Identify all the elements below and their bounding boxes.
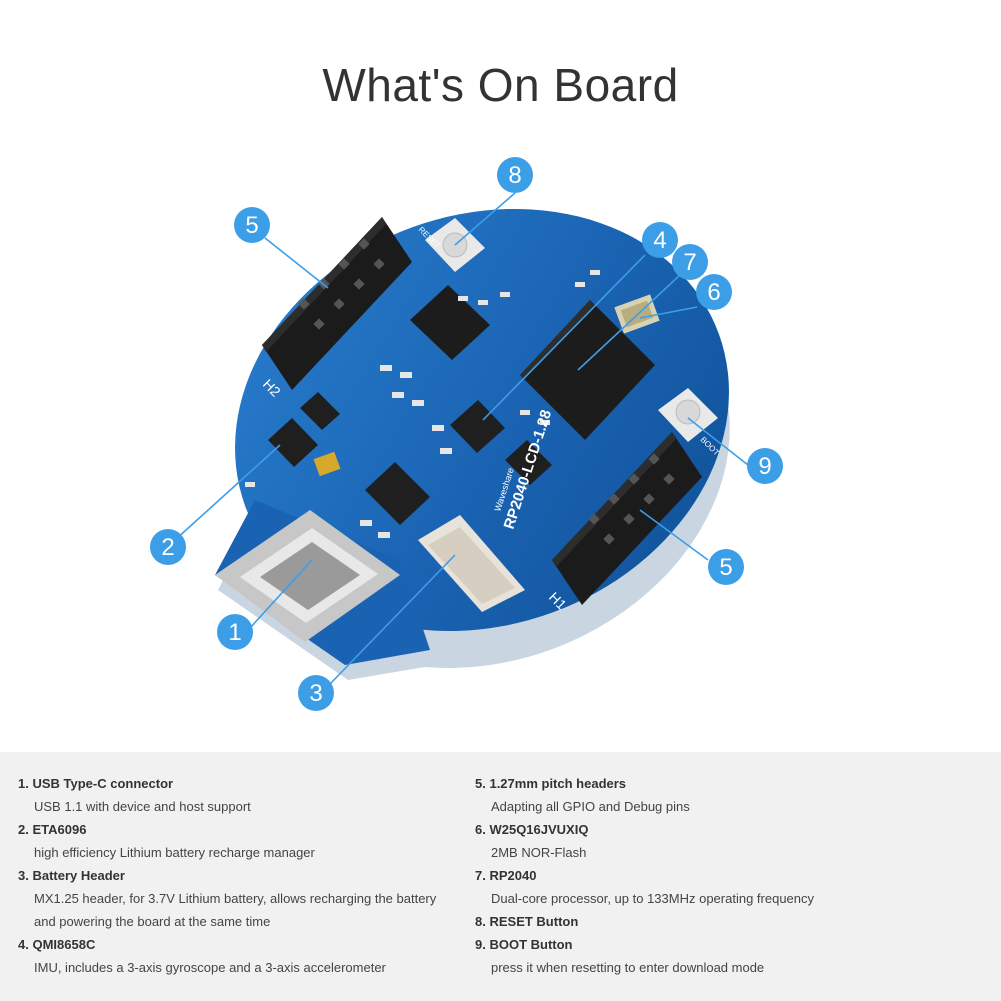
item-title: RP2040 <box>489 868 537 883</box>
svg-text:8: 8 <box>508 162 521 189</box>
item-description: IMU, includes a 3-axis gyroscope and a 3… <box>34 960 386 975</box>
item-description: Adapting all GPIO and Debug pins <box>491 799 690 814</box>
cap-yellow <box>313 451 341 477</box>
item-title: QMI8658C <box>32 937 96 952</box>
list-item: 4. QMI8658C IMU, includes a 3-axis gyros… <box>18 933 458 979</box>
svg-text:7: 7 <box>683 249 696 276</box>
item-title: BOOT Button <box>489 937 573 952</box>
component-list-panel: 1. USB Type-C connector USB 1.1 with dev… <box>0 752 1001 1001</box>
svg-text:6: 6 <box>707 279 720 306</box>
callout-4: 4 <box>642 222 678 258</box>
list-item: 7. RP2040 Dual-core processor, up to 133… <box>475 864 985 910</box>
callout-3: 3 <box>298 675 334 711</box>
callout-5-top: 5 <box>234 207 270 243</box>
item-title: RESET Button <box>489 914 579 929</box>
callouts: 8 5 4 7 6 9 2 5 <box>150 157 783 711</box>
item-number: 7. <box>475 868 486 883</box>
svg-text:2: 2 <box>161 534 174 561</box>
boot-button <box>658 388 718 442</box>
ic-middle <box>365 462 430 525</box>
imu-chip <box>450 400 505 453</box>
item-description: high efficiency Lithium battery recharge… <box>34 845 315 860</box>
list-item: 9. BOOT Button press it when resetting t… <box>475 933 985 979</box>
item-number: 2. <box>18 822 29 837</box>
svg-text:5: 5 <box>245 212 258 239</box>
usb-c-connector <box>215 510 400 642</box>
item-number: 4. <box>18 937 29 952</box>
item-number: 5. <box>475 776 486 791</box>
item-number: 9. <box>475 937 486 952</box>
list-item: 5. 1.27mm pitch headers Adapting all GPI… <box>475 772 985 818</box>
callout-5-bottom: 5 <box>708 549 744 585</box>
smd-pads <box>245 270 600 538</box>
list-item: 1. USB Type-C connector USB 1.1 with dev… <box>18 772 458 818</box>
callout-6: 6 <box>696 274 732 310</box>
page-title: What's On Board <box>322 59 679 111</box>
svg-text:5: 5 <box>719 554 732 581</box>
list-item: 8. RESET Button <box>475 910 985 933</box>
item-title: USB Type-C connector <box>32 776 174 791</box>
battery-header <box>418 515 525 612</box>
item-title: ETA6096 <box>32 822 87 837</box>
charger-chip <box>268 418 318 467</box>
item-description: press it when resetting to enter downloa… <box>491 960 765 975</box>
list-item: 6. W25Q16JVUXIQ 2MB NOR-Flash <box>475 818 985 864</box>
item-number: 6. <box>475 822 486 837</box>
ic-upper <box>410 285 490 360</box>
ic-left-upper <box>300 392 340 430</box>
callout-2: 2 <box>150 529 186 565</box>
list-item: 2. ETA6096 high efficiency Lithium batte… <box>18 818 458 864</box>
item-number: 1. <box>18 776 29 791</box>
svg-text:1: 1 <box>228 619 241 646</box>
item-number: 8. <box>475 914 486 929</box>
component-list-right: 5. 1.27mm pitch headers Adapting all GPI… <box>475 772 985 979</box>
callout-9: 9 <box>747 448 783 484</box>
item-title: 1.27mm pitch headers <box>489 776 627 791</box>
ic-small-right <box>505 440 552 485</box>
svg-text:3: 3 <box>309 680 322 707</box>
item-description: MX1.25 header, for 3.7V Lithium battery,… <box>34 891 437 929</box>
item-number: 3. <box>18 868 29 883</box>
callout-1: 1 <box>217 614 253 650</box>
item-title: W25Q16JVUXIQ <box>489 822 589 837</box>
item-title: Battery Header <box>32 868 125 883</box>
item-description: Dual-core processor, up to 133MHz operat… <box>491 891 815 906</box>
list-item: 3. Battery Header MX1.25 header, for 3.7… <box>18 864 458 933</box>
svg-text:4: 4 <box>653 227 666 254</box>
callout-8: 8 <box>497 157 533 193</box>
svg-text:9: 9 <box>758 453 771 480</box>
rp2040-chip <box>520 300 655 440</box>
item-description: 2MB NOR-Flash <box>491 845 587 860</box>
callout-7: 7 <box>672 244 708 280</box>
header-h1 <box>552 432 702 605</box>
item-description: USB 1.1 with device and host support <box>34 799 251 814</box>
component-list-left: 1. USB Type-C connector USB 1.1 with dev… <box>18 772 458 979</box>
board-diagram: H2 H1 RP2040-LCD-1.28 Waveshare BOOT RES… <box>150 157 783 711</box>
leader-lines <box>174 192 749 685</box>
